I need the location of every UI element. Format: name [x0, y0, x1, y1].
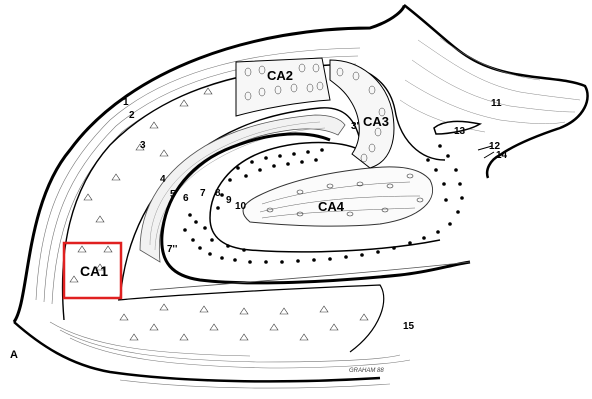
region-label-ca4: CA4: [318, 199, 345, 214]
lower-outline: [14, 322, 380, 381]
ca4-field: [243, 167, 433, 226]
label-7-double-prime: 7'': [167, 244, 177, 255]
outer-outline: [14, 5, 404, 322]
label-8: 8: [215, 188, 221, 199]
label-3-prime: 3': [351, 121, 359, 132]
region-label-ca2: CA2: [267, 68, 293, 83]
label-1: 1: [123, 97, 129, 108]
panel-letter: A: [10, 349, 18, 361]
label-11: 11: [491, 98, 502, 109]
label-7: 7: [200, 188, 206, 199]
region-label-ca3: CA3: [363, 114, 389, 129]
label-14: 14: [496, 150, 508, 161]
label-2: 2: [129, 110, 135, 121]
label-9: 9: [226, 195, 232, 206]
label-6: 6: [183, 193, 189, 204]
white-matter-line: [150, 262, 470, 290]
subiculum-border: [118, 285, 384, 352]
label-5: 5: [170, 189, 176, 200]
label-10: 10: [235, 201, 247, 212]
label-3: 3: [140, 140, 146, 151]
label-4: 4: [160, 174, 166, 185]
fimbria-fibers: [400, 38, 580, 132]
ca2-block: [236, 58, 330, 116]
label-15: 15: [403, 321, 415, 332]
region-label-ca1: CA1: [80, 263, 108, 279]
label-13: 13: [454, 126, 466, 137]
artist-signature: GRAHAM 88: [349, 368, 384, 374]
